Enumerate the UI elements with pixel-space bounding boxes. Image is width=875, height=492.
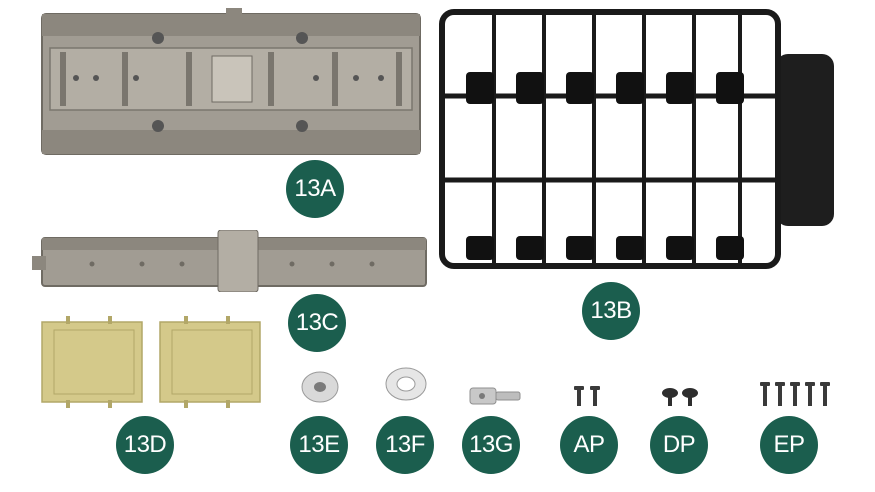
part-13b-image [439, 9, 834, 269]
part-13f-image [385, 367, 427, 401]
part-13e-image [301, 371, 339, 403]
badge-13c: 13C [288, 294, 346, 352]
badge-13e: 13E [290, 416, 348, 474]
badge-13g: 13G [462, 416, 520, 474]
part-ep-image [760, 382, 830, 406]
badge-13a: 13A [286, 160, 344, 218]
part-13a-image [41, 8, 421, 155]
part-13d-image [41, 316, 261, 408]
badge-ep: EP [760, 416, 818, 474]
badge-13f: 13F [376, 416, 434, 474]
part-13g-image [469, 387, 521, 405]
part-13c-image [32, 230, 427, 292]
badge-dp: DP [650, 416, 708, 474]
part-dp-image [662, 388, 698, 406]
badge-13d: 13D [116, 416, 174, 474]
badge-13b: 13B [582, 282, 640, 340]
part-ap-image [574, 386, 600, 406]
badge-ap: AP [560, 416, 618, 474]
